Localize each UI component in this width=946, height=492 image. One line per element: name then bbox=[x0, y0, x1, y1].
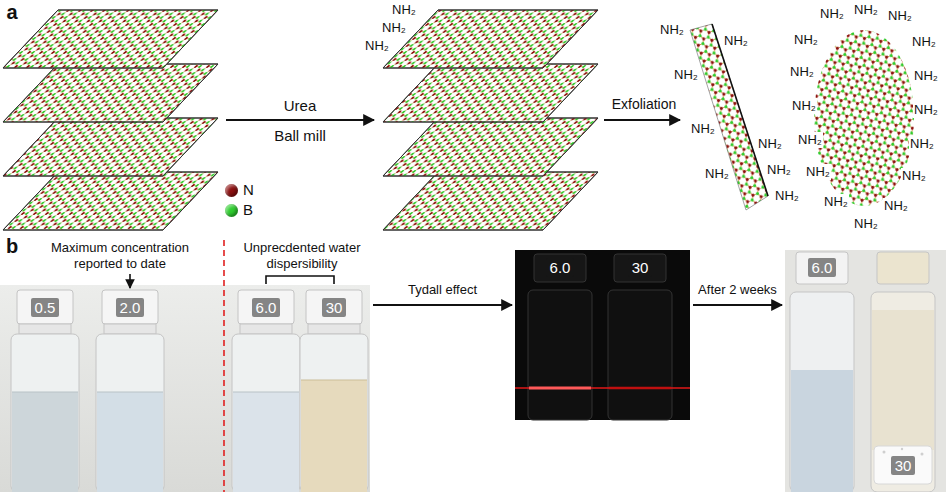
concentration-label: 0.5 bbox=[31, 298, 60, 317]
functional-group-label: NH₂ bbox=[913, 102, 939, 118]
functional-group-label: NH₂ bbox=[704, 166, 730, 182]
functional-group-label: NH₂ bbox=[757, 136, 783, 152]
concentration-label: 6.0 bbox=[252, 298, 281, 317]
process-arrow bbox=[693, 304, 782, 306]
legend-row: B bbox=[225, 200, 254, 220]
functional-group-label: NH₂ bbox=[673, 67, 699, 83]
functional-group-label: NH₂ bbox=[853, 216, 879, 232]
concentration-label: 2.0 bbox=[116, 298, 145, 317]
tyndall-photo bbox=[515, 250, 690, 420]
annotation: Unprecdented water dispersibility bbox=[232, 240, 372, 272]
functional-group-label: NH₂ bbox=[823, 194, 849, 210]
functional-group-label: NH₂ bbox=[789, 64, 815, 80]
functional-group-label: NH₂ bbox=[791, 98, 817, 114]
legend-text: N bbox=[243, 181, 254, 199]
photo-panel: 6.0 30 bbox=[785, 250, 946, 492]
functional-group-label: NH₂ bbox=[364, 38, 390, 54]
functional-group-label: NH₂ bbox=[659, 22, 685, 38]
edge-label: Tydall effect bbox=[406, 282, 479, 298]
atom-swatch bbox=[225, 204, 238, 217]
edge-label: After 2 weeks bbox=[696, 282, 779, 298]
photo-panel: 6.0 30 bbox=[515, 250, 690, 420]
functional-group-label: NH₂ bbox=[766, 162, 792, 178]
legend: NB bbox=[222, 180, 257, 220]
hbn-stack bbox=[3, 10, 218, 230]
vial-photo bbox=[0, 285, 370, 492]
functional-group-label: NH₂ bbox=[901, 168, 927, 184]
pointer-arrow bbox=[129, 274, 131, 288]
functional-group-label: NH₂ bbox=[909, 136, 935, 152]
functional-group-label: NH₂ bbox=[911, 34, 937, 50]
concentration-label: 6.0 bbox=[808, 258, 837, 277]
functional-group-label: NH₂ bbox=[853, 2, 879, 18]
functional-group-label: NH₂ bbox=[913, 68, 939, 84]
legend-text: B bbox=[243, 201, 253, 219]
functional-group-label: NH₂ bbox=[819, 6, 845, 22]
concentration-label: 30 bbox=[891, 456, 916, 475]
functional-group-label: NH₂ bbox=[805, 164, 831, 180]
process-arrow bbox=[226, 119, 374, 121]
concentration-label: 6.0 bbox=[546, 258, 575, 277]
step-label: Exfoliation bbox=[612, 96, 677, 112]
legend-row: N bbox=[225, 180, 254, 200]
functional-group-label: NH₂ bbox=[391, 2, 417, 18]
concentration-label: 30 bbox=[322, 298, 347, 317]
functional-group-label: NH₂ bbox=[690, 121, 716, 137]
panel-label: b bbox=[6, 238, 18, 254]
divider-line bbox=[223, 240, 225, 492]
process-arrow bbox=[373, 304, 512, 306]
step-label: Urea bbox=[284, 98, 317, 114]
functional-group-label: NH₂ bbox=[883, 198, 909, 214]
concentration-label: 30 bbox=[628, 258, 653, 277]
functional-group-label: NH₂ bbox=[797, 132, 823, 148]
process-arrow bbox=[604, 119, 680, 121]
atom-swatch bbox=[225, 184, 238, 197]
functional-group-label: NH₂ bbox=[381, 20, 407, 36]
photo-panel: 0.5 2.0 6.0 30 bbox=[0, 285, 370, 492]
hbn-stack bbox=[383, 10, 598, 230]
functional-group-label: NH₂ bbox=[793, 32, 819, 48]
functional-group-label: NH₂ bbox=[774, 188, 800, 204]
functional-group-label: NH₂ bbox=[887, 8, 913, 24]
exfoliated-ribbon bbox=[690, 24, 768, 210]
panel-label: a bbox=[6, 4, 17, 20]
bracket bbox=[266, 276, 334, 284]
vial-photo bbox=[785, 250, 946, 492]
step-label: Ball mill bbox=[274, 128, 326, 144]
annotation: Maximum concentration reported to date bbox=[35, 240, 205, 272]
functional-group-label: NH₂ bbox=[723, 33, 749, 49]
